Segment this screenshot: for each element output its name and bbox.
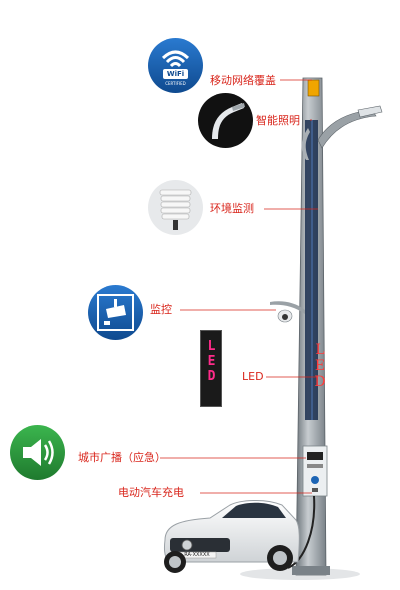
speaker-icon	[10, 425, 65, 480]
label-city-broadcast: 城市广播（应急）	[78, 451, 166, 464]
car-plate: RA·XXXXX	[184, 552, 210, 558]
pole-led-text: LED	[312, 342, 328, 390]
label-mobile-network: 移动网络覆盖	[210, 74, 276, 87]
led-sign-icon: LED	[200, 330, 222, 407]
label-smart-lighting: 智能照明	[256, 114, 300, 127]
wifi-certified-text: CERTIFIED	[165, 81, 186, 86]
label-led: LED	[242, 370, 264, 383]
label-surveillance: 监控	[150, 303, 172, 316]
wifi-brand-text: WiFi	[166, 70, 185, 78]
leader-lines	[160, 79, 318, 494]
street-light-icon	[198, 93, 253, 148]
electric-car	[163, 500, 300, 573]
wifi-certified-icon: WiFi CERTIFIED	[148, 38, 203, 93]
label-environment-monitoring: 环境监测	[210, 202, 254, 215]
smart-pole	[270, 77, 383, 576]
weather-sensor-icon	[148, 180, 203, 235]
label-ev-charging: 电动汽车充电	[118, 486, 184, 499]
led-sign-text: LED	[204, 339, 219, 384]
cctv-camera-icon	[88, 285, 143, 340]
